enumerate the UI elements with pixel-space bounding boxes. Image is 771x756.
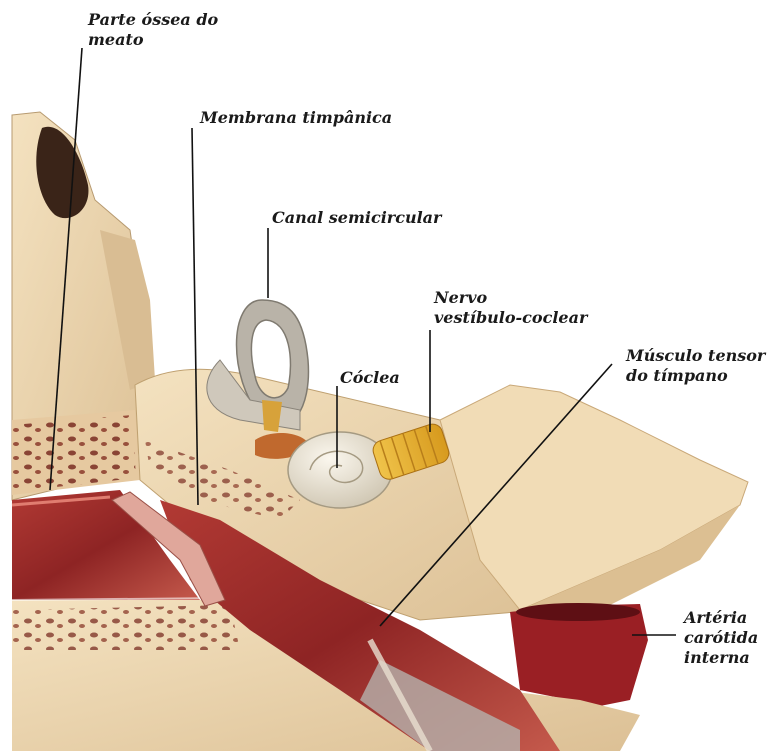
label-carotid-line2: carótida [684,628,758,648]
label-tensor-line2: do tímpano [626,366,765,386]
label-bony-meatus: Parte óssea do meato [88,10,218,50]
label-tensor-tympani: Músculo tensor do tímpano [626,346,765,386]
label-cochlea: Cóclea [340,368,400,388]
label-internal-carotid: Artéria carótida interna [684,608,758,668]
label-vestibulocochlear-nerve: Nervo vestíbulo-coclear [434,288,587,328]
label-nerve-line2: vestíbulo-coclear [434,308,587,328]
label-carotid-line3: interna [684,648,758,668]
label-carotid-line1: Artéria [684,608,758,628]
label-bony-meatus-line1: Parte óssea do [88,10,218,30]
label-bony-meatus-line2: meato [88,30,218,50]
label-nerve-line1: Nervo [434,288,587,308]
label-tympanic-membrane: Membrana timpânica [200,108,392,128]
label-tensor-line1: Músculo tensor [626,346,765,366]
label-semicircular-canal: Canal semicircular [272,208,441,228]
